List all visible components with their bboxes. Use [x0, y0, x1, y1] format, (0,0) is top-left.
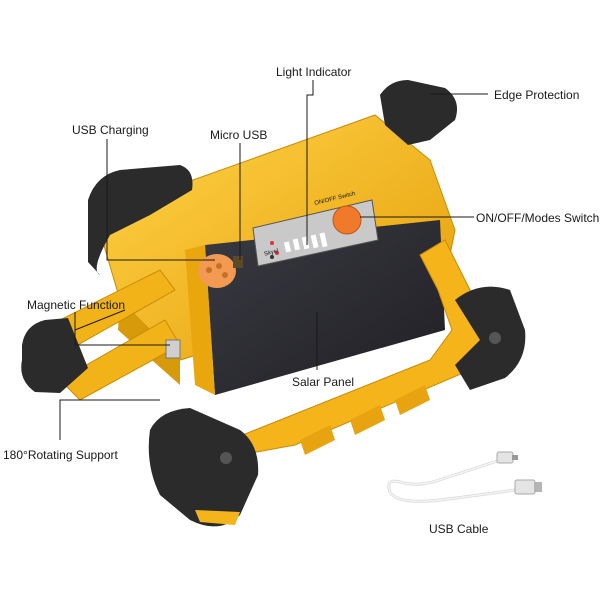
label-micro-usb: Micro USB	[210, 128, 268, 142]
leader-usb-charging	[106, 139, 215, 261]
magnet-icon	[165, 339, 181, 359]
rotating-handle-icon	[148, 239, 526, 527]
edge-bumper-icon	[21, 80, 458, 393]
leader-magnetic-b	[74, 309, 126, 331]
label-usb-cable: USB Cable	[429, 522, 489, 536]
label-edge-protection: Edge Protection	[494, 88, 580, 102]
label-light-indicator: Light Indicator	[276, 65, 352, 79]
handle-bumper-left	[148, 408, 259, 527]
label-rotating-support: 180°Rotating Support	[3, 448, 118, 462]
leader-light-indicator	[306, 80, 314, 245]
label-usb-charging: USB Charging	[72, 123, 149, 137]
micro-usb-port-icon	[233, 256, 243, 268]
mode-switch-icon	[332, 205, 362, 235]
label-on-off-switch: ON/OFF/Modes Switch	[476, 211, 600, 225]
usb-port-icon	[198, 254, 236, 288]
label-solar-panel: Salar Panel	[292, 375, 355, 389]
leader-lines	[59, 80, 488, 440]
usb-cable-icon	[387, 451, 542, 503]
label-magnetic-function: Magnetic Function	[27, 298, 126, 312]
leader-rotating-support	[59, 399, 160, 440]
